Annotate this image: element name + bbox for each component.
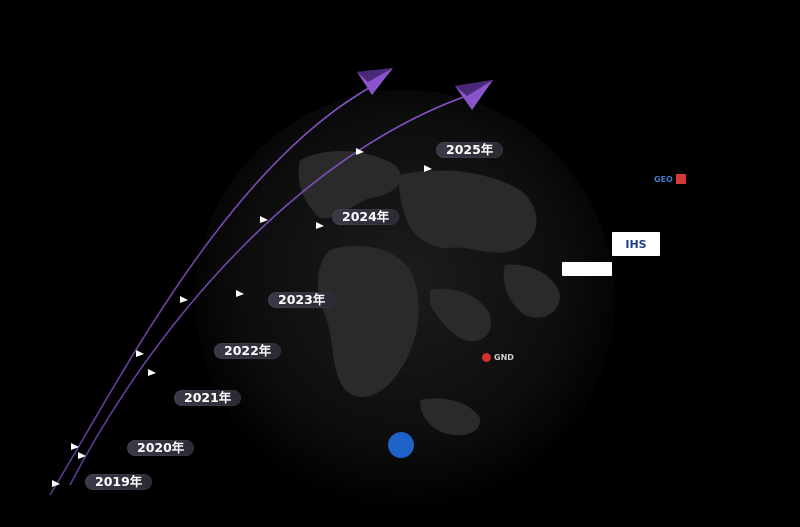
ihs-logo: IHS — [612, 232, 660, 256]
gnd-logo-mark — [482, 352, 491, 362]
calligraphy-logo — [646, 184, 686, 198]
gnd-logo-text: GND — [494, 352, 514, 362]
continent-north — [298, 150, 401, 219]
marker-arrow-icon — [356, 148, 364, 155]
marker-arrow-icon — [260, 216, 268, 223]
paper-plane-icon — [455, 80, 493, 110]
continent-eurasia — [399, 170, 537, 253]
marker-arrow-icon — [236, 290, 244, 297]
paper-plane-wing-dark — [357, 68, 393, 82]
geo-logo-mark — [675, 174, 686, 184]
continent-south — [420, 398, 481, 436]
continent-arabia — [430, 288, 491, 342]
paper-plane-icon — [357, 68, 393, 95]
year-pill-2025: 2025年 — [436, 142, 504, 158]
aviation-logo — [562, 262, 612, 276]
globe-continents — [298, 150, 560, 436]
continent-africa — [318, 245, 419, 398]
continent-east-asia — [503, 264, 560, 318]
geo-logo-text: GEO — [654, 174, 673, 184]
marker-arrow-icon — [136, 350, 144, 357]
year-pill-2023: 2023年 — [268, 292, 336, 308]
marker-arrow-icon — [180, 296, 188, 303]
year-pill-2020: 2020年 — [127, 440, 195, 456]
year-pill-2022: 2022年 — [214, 343, 282, 359]
marker-arrow-icon — [52, 480, 60, 487]
marker-arrow-icon — [316, 222, 324, 229]
marker-arrow-icon — [78, 452, 86, 459]
gnd-logo: GND — [482, 350, 526, 364]
timeline-markers — [52, 148, 432, 487]
ihs-logo-text: IHS — [625, 237, 647, 251]
green-logo — [562, 281, 608, 293]
marker-arrow-icon — [148, 369, 156, 376]
timeline-arc-inner — [69, 91, 479, 486]
paper-plane-wing-dark — [455, 80, 493, 96]
year-pill-2019: 2019年 — [85, 474, 153, 490]
geo-logo: GEO — [654, 172, 718, 186]
timeline-arc-outer — [49, 81, 381, 496]
year-pill-2024: 2024年 — [332, 209, 400, 225]
year-pill-2021: 2021年 — [174, 390, 242, 406]
marker-arrow-icon — [71, 443, 79, 450]
blue-emblem-logo — [388, 432, 414, 458]
marker-arrow-icon — [424, 165, 432, 172]
